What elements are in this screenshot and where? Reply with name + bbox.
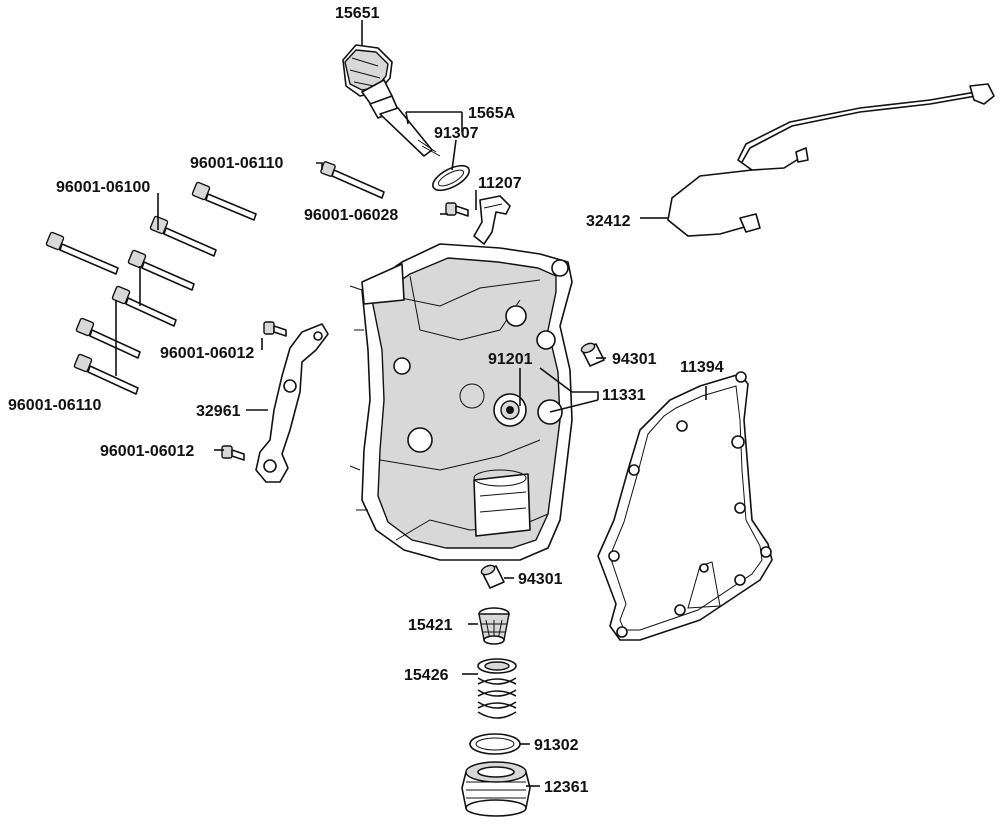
bolt-96001-06100-a bbox=[191, 181, 257, 221]
label-32412: 32412 bbox=[586, 213, 631, 230]
bolt-96001-06110-top bbox=[320, 161, 385, 199]
label-15421: 15421 bbox=[408, 617, 453, 634]
label-96001-06110-top: 96001-06110 bbox=[190, 155, 284, 172]
bolts-left-group bbox=[45, 161, 385, 395]
label-15426: 15426 bbox=[404, 667, 449, 684]
crankcase-cover-11331 bbox=[349, 243, 573, 561]
bolt-96001-06012-b bbox=[221, 445, 245, 461]
bolt-96001-06110-bottom bbox=[73, 353, 139, 395]
label-12361: 12361 bbox=[544, 779, 589, 796]
bolt-96001-06100-c bbox=[45, 231, 119, 275]
spring-15426 bbox=[477, 658, 517, 719]
bolt-96001-06100-b bbox=[149, 215, 217, 257]
label-1565A: 1565A bbox=[468, 105, 516, 122]
bolt-96001-06100-e bbox=[111, 285, 177, 327]
bolt-96001-06012-a bbox=[263, 321, 287, 337]
label-11207: 11207 bbox=[478, 175, 522, 192]
dowel-94301-b bbox=[480, 564, 505, 589]
gasket-11394 bbox=[597, 371, 773, 641]
label-96001-06100: 96001-06100 bbox=[56, 179, 150, 196]
drain-plug-12361 bbox=[461, 761, 531, 817]
dowel-94301-a bbox=[580, 342, 605, 367]
label-96001-06012-a: 96001-06012 bbox=[160, 345, 254, 362]
label-91201: 91201 bbox=[488, 351, 533, 368]
seal-91201 bbox=[506, 406, 514, 414]
label-91302: 91302 bbox=[534, 737, 579, 754]
bracket-32961 bbox=[255, 323, 329, 483]
label-94301-a: 94301 bbox=[612, 351, 657, 368]
bolt-96001-06100-f bbox=[75, 317, 141, 359]
label-11331: 11331 bbox=[602, 387, 646, 404]
wire-32412 bbox=[656, 83, 995, 237]
dipstick-15651 bbox=[342, 44, 441, 157]
label-15651: 15651 bbox=[335, 5, 380, 22]
clip-11207 bbox=[473, 195, 511, 245]
bolt-96001-06028 bbox=[445, 202, 469, 217]
o-ring-91307 bbox=[432, 164, 470, 192]
label-11394: 11394 bbox=[680, 359, 724, 376]
label-91307: 91307 bbox=[434, 125, 479, 142]
label-96001-06110-bottom: 96001-06110 bbox=[8, 397, 102, 414]
leader-lines bbox=[214, 20, 707, 787]
o-ring-91302 bbox=[469, 733, 521, 755]
filter-screen-15421 bbox=[478, 607, 510, 645]
label-94301-b: 94301 bbox=[518, 571, 563, 588]
label-96001-06012-b: 96001-06012 bbox=[100, 443, 194, 460]
label-96001-06028: 96001-06028 bbox=[304, 207, 398, 224]
bolt-96001-06100-d bbox=[127, 249, 195, 291]
label-32961: 32961 bbox=[196, 403, 241, 420]
